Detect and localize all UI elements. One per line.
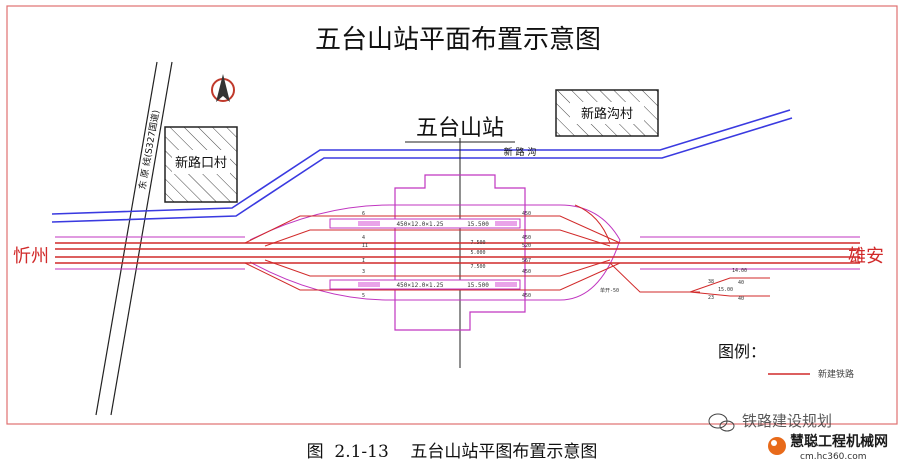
track-spacing: 5.000	[470, 250, 485, 256]
station-yard-outline	[249, 204, 621, 301]
watermark-site-url: cm.hc360.com	[800, 452, 867, 462]
station-name: 五台山站	[416, 116, 504, 141]
city-east-label: 雄安	[848, 246, 884, 267]
legend-label: 新建铁路	[818, 368, 854, 380]
branch-siding	[574, 204, 770, 297]
wechat-icon	[708, 413, 735, 432]
figure-caption: 图 2.1-13 五台山站平图布置示意图	[307, 442, 598, 462]
diagram-title: 五台山站平面布置示意图	[315, 25, 601, 55]
village-left-label: 新路口村	[175, 155, 227, 171]
branch-label: 23	[708, 295, 714, 301]
platform-upper-side: 15.500	[467, 221, 489, 228]
platform-lower	[329, 279, 521, 290]
village-road-label: 新 路 沟	[504, 146, 537, 158]
village-left-block	[164, 126, 238, 203]
station-building-outline	[394, 174, 526, 331]
branch-label: 40	[738, 296, 744, 302]
platform-upper	[329, 218, 521, 229]
branch-switch-label: 单开-50	[600, 287, 619, 294]
branch-label: 15.00	[718, 287, 733, 293]
platform-lower-dims: 450×12.0×1.25	[397, 282, 444, 289]
branch-label: 38	[708, 279, 714, 285]
station-tracks	[244, 215, 621, 291]
watermark-site-name: 慧聪工程机械网	[790, 433, 888, 450]
track-number: 6	[362, 211, 365, 217]
track-number: 4	[362, 235, 365, 241]
track-length: 567	[522, 258, 531, 264]
track-number: II	[362, 243, 368, 249]
track-number: I	[362, 258, 365, 264]
track-spacing: 7.500	[470, 264, 485, 270]
north-arrow-icon	[211, 74, 235, 102]
site-logo-icon	[768, 437, 786, 455]
branch-label: 14.00	[732, 268, 747, 274]
track-number: 3	[362, 269, 365, 275]
drawing-frame	[6, 5, 898, 425]
track-length: 450	[522, 293, 531, 299]
yard-boundary-lines	[55, 236, 860, 270]
track-length: 450	[522, 235, 531, 241]
track-spacing: 7.500	[470, 240, 485, 246]
highway-label: 东 原 线(S327国道)	[136, 109, 162, 190]
city-west-label: 忻州	[13, 246, 49, 267]
track-length: 450	[522, 269, 531, 275]
track-length: 450	[522, 211, 531, 217]
legend-heading: 图例：	[718, 342, 766, 361]
platform-lower-side: 15.500	[467, 282, 489, 289]
track-number: 5	[362, 293, 365, 299]
branch-label: 40	[738, 280, 744, 286]
track-length: 520	[522, 243, 531, 249]
main-railway-lines	[55, 242, 860, 264]
highway-s327	[95, 61, 173, 416]
watermark-wechat: 铁路建设规划	[742, 412, 832, 430]
village-right-label: 新路沟村	[581, 106, 633, 122]
village-road	[51, 109, 793, 223]
village-right-block	[555, 89, 659, 137]
platform-upper-dims: 450×12.0×1.25	[397, 221, 444, 228]
